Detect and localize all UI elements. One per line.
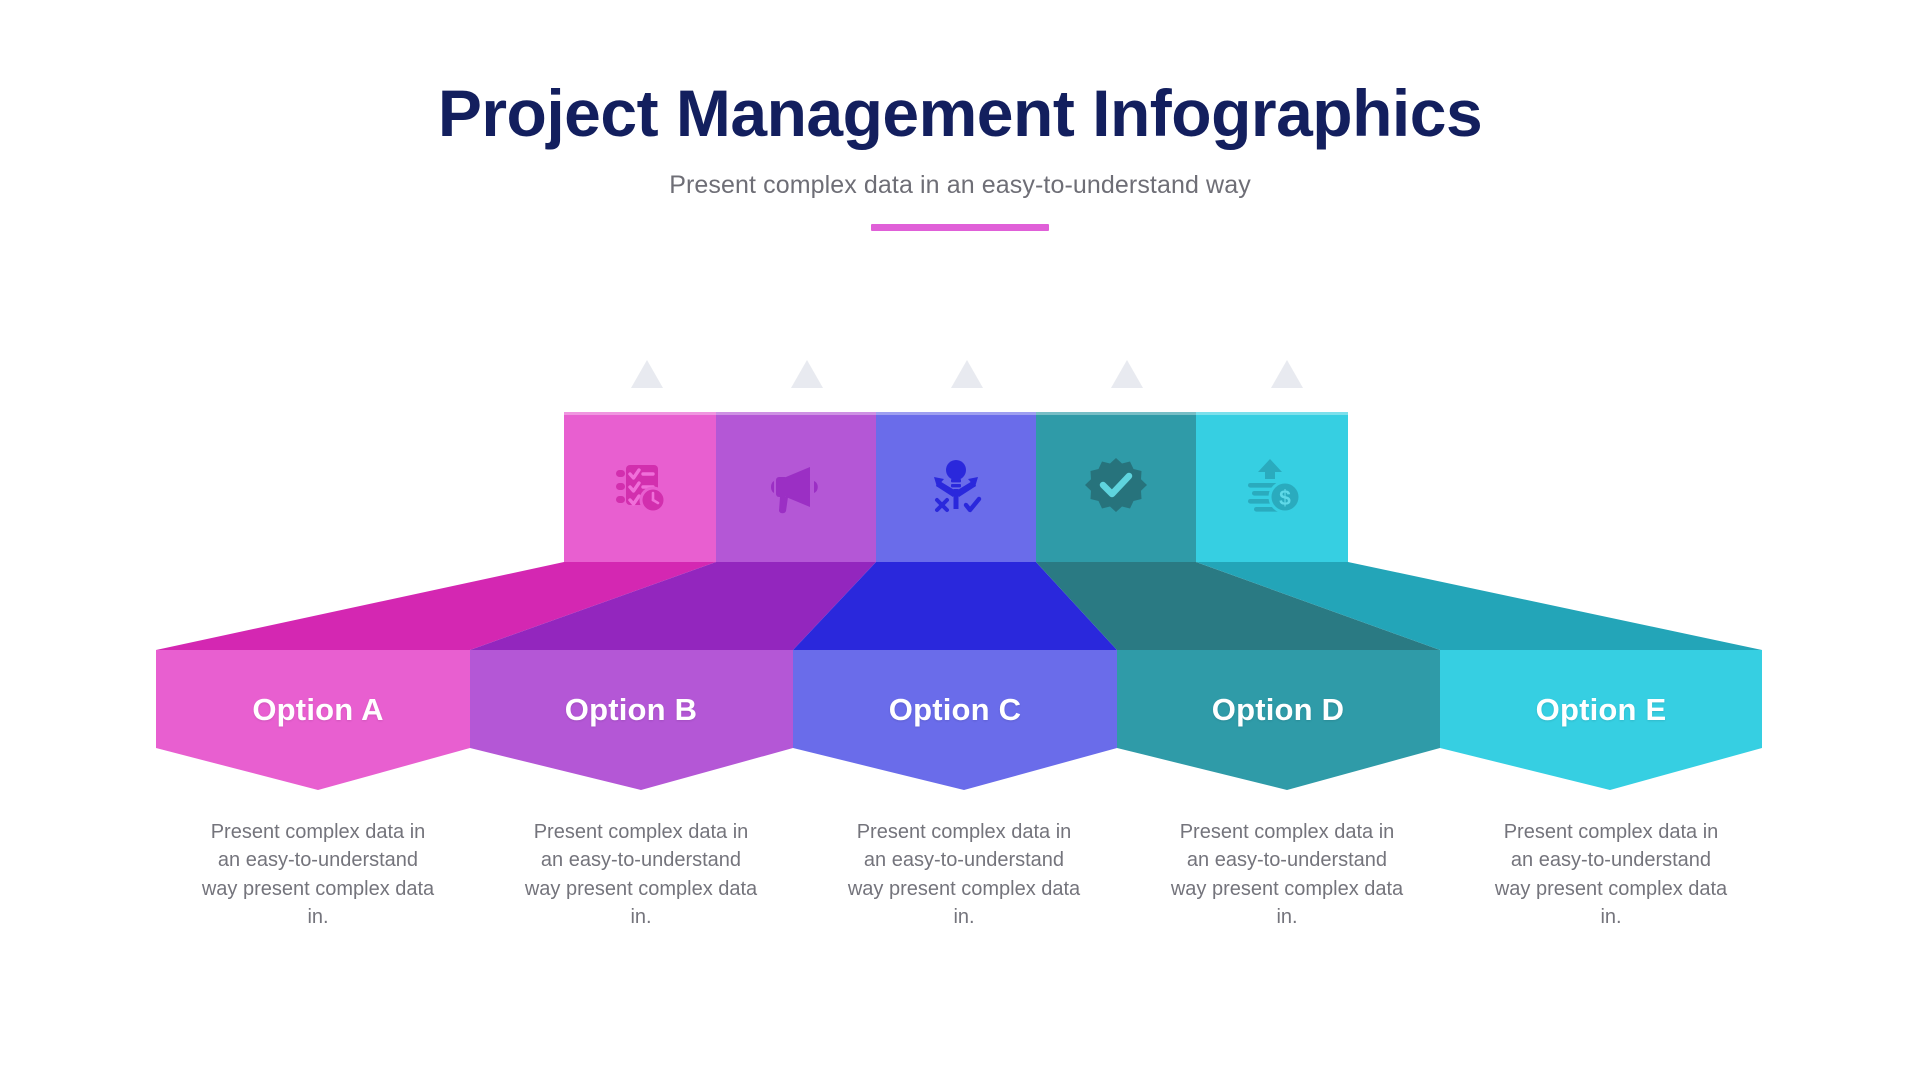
page-subtitle: Present complex data in an easy-to-under… <box>669 171 1251 200</box>
money-growth-icon: $ <box>1248 459 1302 514</box>
slide-header: Project Management Infographics Present … <box>0 0 1920 232</box>
title-divider <box>871 224 1049 232</box>
step-icon-a[interactable] <box>599 446 681 528</box>
step-label-c[interactable]: Option C <box>888 692 1022 727</box>
strategy-decision-icon <box>934 460 982 513</box>
step-icon-d[interactable] <box>1075 446 1157 528</box>
step-label-b[interactable]: Option B <box>564 692 698 727</box>
step-icon-e[interactable]: $ <box>1231 446 1313 528</box>
step-icon-c[interactable] <box>915 446 997 528</box>
step-label-a[interactable]: Option A <box>252 692 384 727</box>
step-label-e[interactable]: Option E <box>1535 692 1667 727</box>
verified-badge-icon <box>1085 458 1147 512</box>
step-label-d[interactable]: Option D <box>1211 692 1345 727</box>
checklist-clock-icon <box>616 465 667 514</box>
step-description-c: Present complex data in an easy-to-under… <box>847 821 1081 929</box>
step-icon-b[interactable] <box>755 446 837 528</box>
step-description-d: Present complex data in an easy-to-under… <box>1170 821 1404 929</box>
megaphone-icon <box>771 467 818 514</box>
step-description-e: Present complex data in an easy-to-under… <box>1494 821 1728 929</box>
step-description-a: Present complex data in an easy-to-under… <box>201 821 435 929</box>
step-description-b: Present complex data in an easy-to-under… <box>524 821 758 929</box>
svg-text:$: $ <box>1279 487 1291 510</box>
page-title: Project Management Infographics <box>437 76 1483 150</box>
